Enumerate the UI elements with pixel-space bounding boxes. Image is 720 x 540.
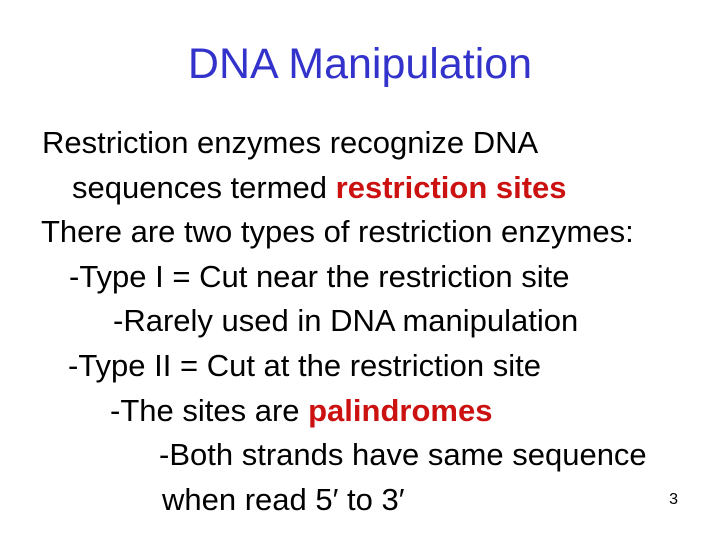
body-text: There are two types of restriction enzym… bbox=[41, 214, 634, 250]
body-text: Restriction enzymes recognize DNA bbox=[42, 125, 539, 160]
body-line: There are two types of restriction enzym… bbox=[0, 210, 720, 255]
emphasized-text: palindromes bbox=[308, 392, 493, 428]
body-text: -Both strands have same sequence bbox=[159, 437, 647, 473]
body-line: sequences termed restriction sites bbox=[0, 166, 720, 211]
body-line: Restriction enzymes recognize DNA bbox=[0, 121, 720, 166]
body-text: -The sites are bbox=[110, 392, 309, 428]
body-line: -Rarely used in DNA manipulation bbox=[0, 299, 720, 344]
body-line: -The sites are palindromes bbox=[0, 389, 720, 434]
body-line: -Type I = Cut near the restriction site bbox=[0, 255, 720, 300]
body-line: -Type II = Cut at the restriction site bbox=[0, 344, 720, 389]
emphasized-text: restriction sites bbox=[335, 169, 567, 205]
slide-title: DNA Manipulation bbox=[187, 40, 533, 88]
body-text: -Type II = Cut at the restriction site bbox=[68, 347, 541, 383]
page-number: 3 bbox=[669, 491, 678, 508]
body-text: sequences termed bbox=[72, 169, 336, 205]
body-line: -Both strands have same sequence bbox=[0, 433, 720, 478]
body-line: when read 5′ to 3′ bbox=[0, 478, 720, 523]
body-text: when read 5′ to 3′ bbox=[162, 481, 405, 517]
slide-body: Restriction enzymes recognize DNA sequenc… bbox=[0, 121, 720, 522]
body-text: -Rarely used in DNA manipulation bbox=[113, 303, 579, 339]
body-text: -Type I = Cut near the restriction site bbox=[69, 258, 570, 294]
